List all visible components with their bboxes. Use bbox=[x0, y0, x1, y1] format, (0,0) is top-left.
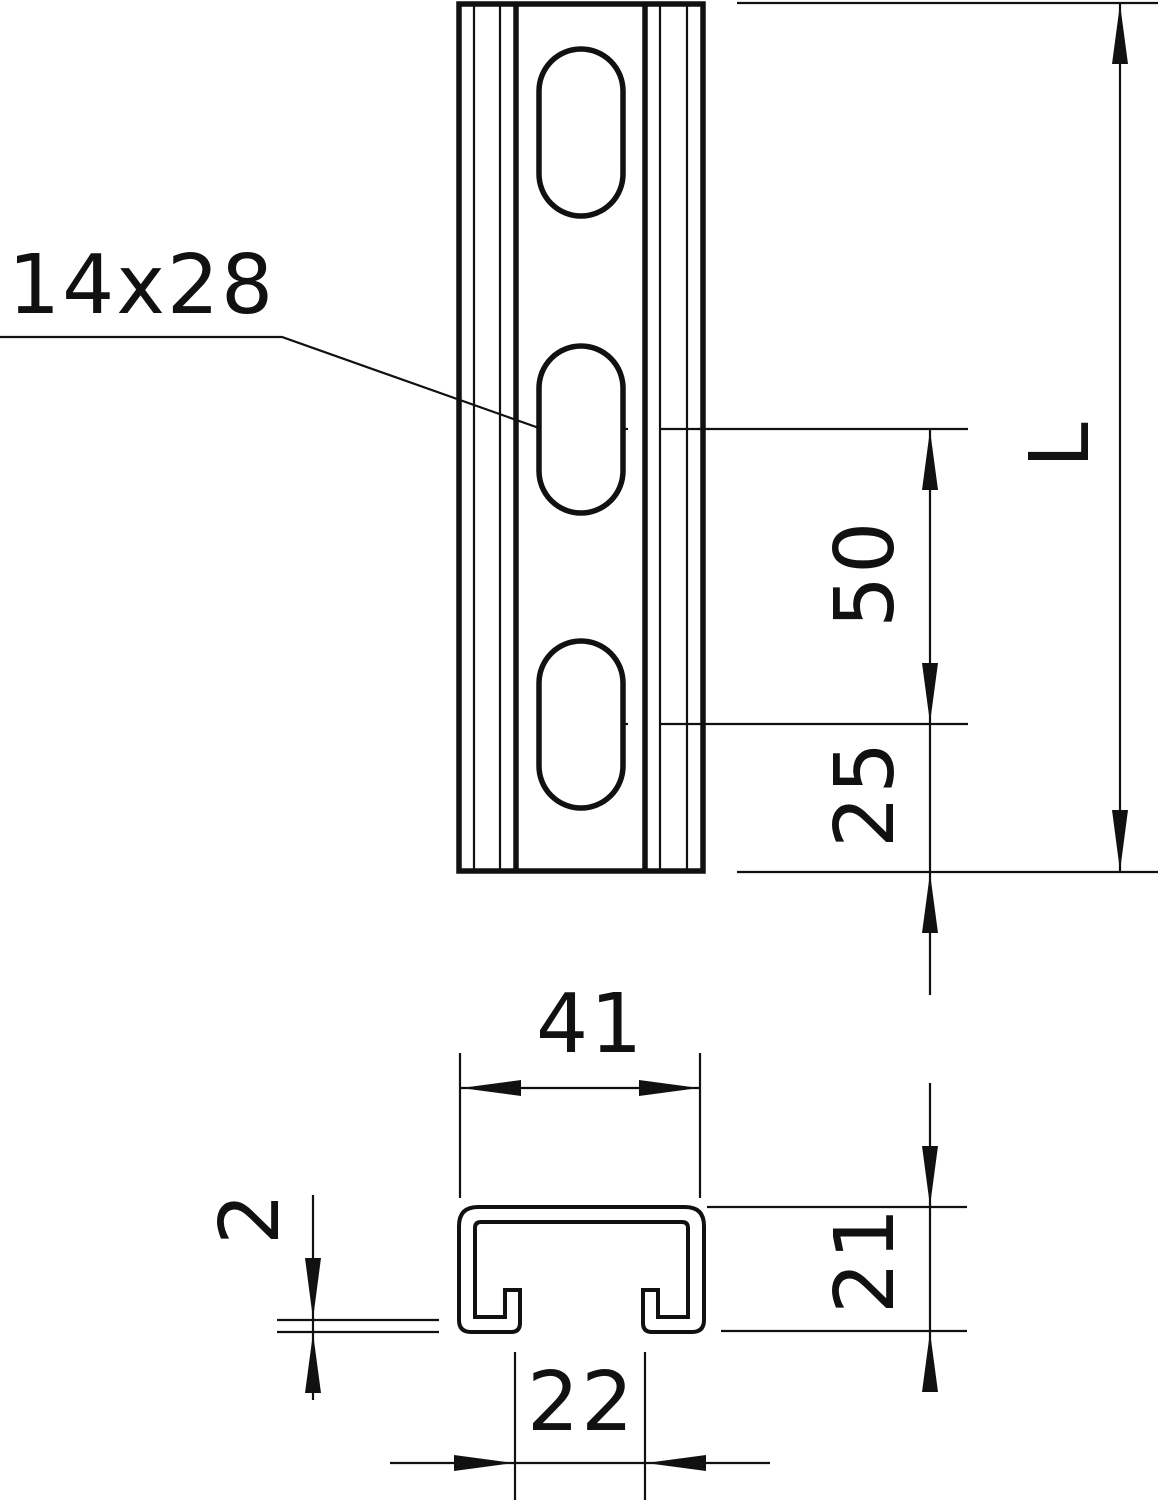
arrow-down-icon bbox=[1112, 810, 1128, 871]
rail-cross-section bbox=[457, 1205, 706, 1334]
rail-front-view bbox=[456, 1, 706, 874]
pitch-label: 50 bbox=[818, 520, 913, 628]
slot-hole bbox=[536, 638, 626, 811]
arrow-up-icon bbox=[922, 430, 938, 490]
thickness-label: 2 bbox=[203, 1191, 298, 1245]
arrow-up-icon bbox=[922, 873, 938, 933]
arrow-left-icon bbox=[461, 1080, 521, 1096]
arrow-up-icon bbox=[922, 1332, 938, 1392]
width-dimension: 41 bbox=[458, 977, 702, 1198]
slot-hole bbox=[536, 343, 626, 516]
arrow-left-icon bbox=[646, 1455, 706, 1471]
slot-size-callout: 14x28 bbox=[0, 238, 540, 430]
width-label: 41 bbox=[536, 977, 644, 1072]
thickness-dimension: 2 bbox=[203, 1191, 439, 1400]
arrow-down-icon bbox=[305, 1258, 321, 1319]
leader-line bbox=[0, 335, 540, 430]
length-dimension: L bbox=[737, 1, 1158, 874]
opening-dimension: 22 bbox=[390, 1352, 770, 1500]
height-dimension: 21 bbox=[707, 1083, 967, 1392]
arrow-down-icon bbox=[922, 663, 938, 723]
opening-label: 22 bbox=[527, 1355, 635, 1450]
pitch-dimensions: 50 25 bbox=[660, 427, 968, 995]
slot-hole bbox=[536, 46, 626, 219]
rail-outline bbox=[456, 1, 706, 874]
arrow-up-icon bbox=[305, 1333, 321, 1393]
arrow-right-icon bbox=[454, 1455, 514, 1471]
profile-outer bbox=[457, 1205, 706, 1334]
slot-size-label: 14x28 bbox=[8, 238, 275, 333]
arrow-right-icon bbox=[639, 1080, 699, 1096]
arrow-up-icon bbox=[1112, 4, 1128, 64]
length-label: L bbox=[1013, 420, 1108, 468]
height-label: 21 bbox=[818, 1206, 913, 1314]
end-offset-label: 25 bbox=[818, 740, 913, 848]
arrow-down-icon bbox=[922, 1146, 938, 1206]
